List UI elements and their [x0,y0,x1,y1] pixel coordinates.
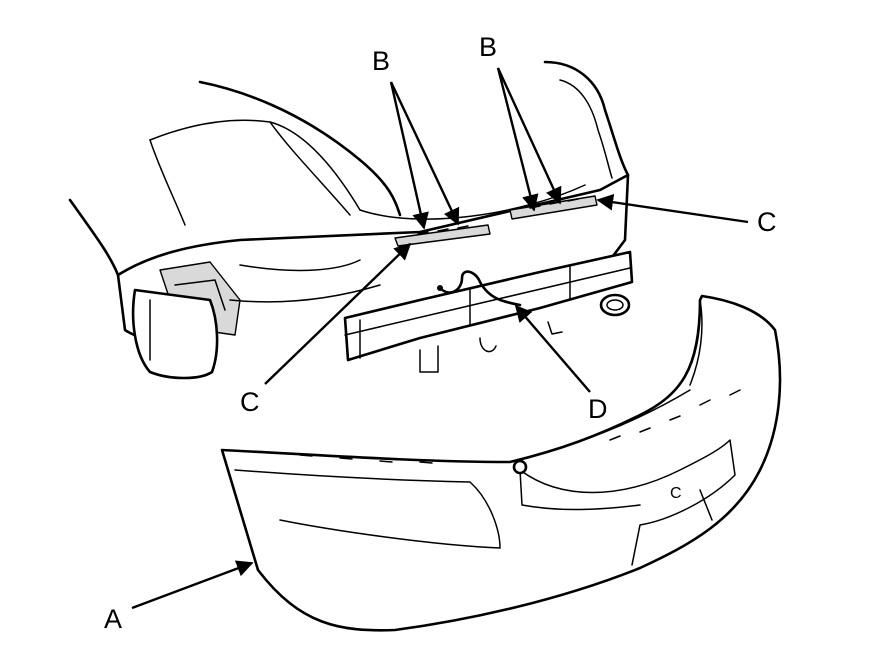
callout-b-right: B [479,32,497,62]
callout-a: A [104,604,122,634]
bumper-cover: C [220,294,782,632]
callout-c-right: C [757,207,777,237]
svg-text:C: C [670,485,682,502]
callout-d: D [588,394,608,424]
upper-clips [394,195,598,247]
callout-leaders [131,67,749,610]
callout-c-left: C [240,387,260,417]
callout-b-left: B [372,46,390,76]
bumper-beam [343,250,634,373]
vehicle-body [68,60,631,380]
